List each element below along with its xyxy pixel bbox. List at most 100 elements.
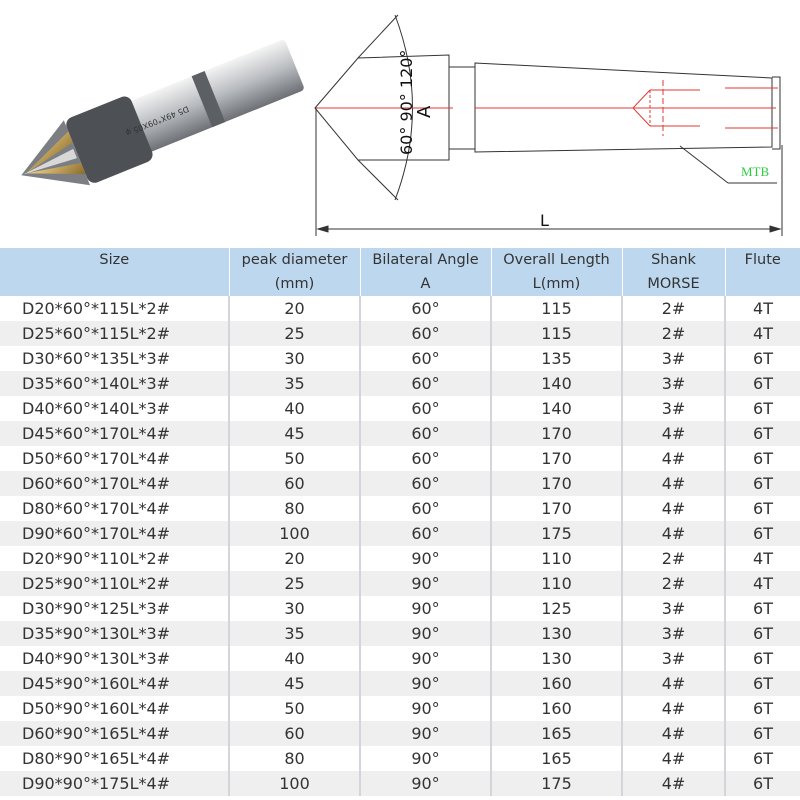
- table-cell: 20: [228, 296, 360, 321]
- table-cell: 160: [490, 696, 622, 721]
- table-cell: 90°: [359, 596, 491, 621]
- length-symbol: L: [540, 211, 549, 230]
- table-cell: 6T: [724, 396, 800, 421]
- table-cell: 170: [490, 421, 622, 446]
- table-cell: D90*90°*175L*4#: [0, 771, 229, 796]
- table-cell: 80: [228, 746, 360, 771]
- table-cell: 4T: [724, 296, 800, 321]
- header-line: L(mm): [532, 276, 581, 292]
- table-cell: D60*90°*165L*4#: [0, 721, 229, 746]
- table-cell: 100: [228, 771, 360, 796]
- table-cell: 6T: [724, 446, 800, 471]
- table-cell: D45*90°*160L*4#: [0, 671, 229, 696]
- table-cell: D25*60°*115L*2#: [0, 321, 229, 346]
- table-cell: 60°: [359, 321, 491, 346]
- table-cell: 125: [490, 596, 622, 621]
- table-cell: 90°: [359, 721, 491, 746]
- product-photo: D5 49X°09X05 φ: [21, 39, 304, 186]
- table-cell: D45*60°*170L*4#: [0, 421, 229, 446]
- table-cell: 100: [228, 521, 360, 546]
- table-cell: 110: [490, 571, 622, 596]
- table-cell: 6T: [724, 496, 800, 521]
- table-cell: 6T: [724, 646, 800, 671]
- table-cell: 20: [228, 546, 360, 571]
- table-cell: 115: [490, 321, 622, 346]
- table-cell: 4#: [621, 496, 725, 521]
- table-cell: D30*60°*135L*3#: [22, 349, 171, 368]
- table-cell: 3#: [621, 646, 725, 671]
- table-cell: D90*60°*170L*4#: [0, 521, 229, 546]
- header-line: Bilateral Angle: [372, 252, 479, 268]
- table-cell: 90°: [359, 571, 491, 596]
- column-header: peak diameter (mm): [228, 248, 360, 296]
- table-cell: D20*90°*110L*2#: [22, 549, 171, 568]
- table-cell: 2#: [621, 571, 725, 596]
- table-cell: 6T: [724, 771, 800, 796]
- header-line: MORSE: [647, 276, 700, 292]
- table-cell: 6T: [724, 521, 800, 546]
- table-cell: D25*90°*110L*2#: [0, 571, 229, 596]
- table-cell: 115: [490, 296, 622, 321]
- table-cell: 6T: [724, 696, 800, 721]
- table-cell: 35: [228, 371, 360, 396]
- table-cell: 110: [490, 546, 622, 571]
- table-cell: 25: [228, 571, 360, 596]
- table-cell: D40*60°*140L*3#: [22, 399, 171, 418]
- header-line: peak diameter: [241, 252, 348, 268]
- table-cell: 6T: [724, 346, 800, 371]
- table-cell: D35*60°*140L*3#: [0, 371, 229, 396]
- table-cell: 60°: [359, 446, 491, 471]
- table-cell: 35: [228, 621, 360, 646]
- table-cell: 60°: [359, 496, 491, 521]
- table-cell: 90°: [359, 671, 491, 696]
- table-cell: 175: [490, 771, 622, 796]
- table-cell: 6T: [724, 621, 800, 646]
- column-header: Size: [0, 248, 229, 296]
- table-cell: 2#: [621, 321, 725, 346]
- table-cell: 6T: [724, 371, 800, 396]
- table-cell: 4#: [621, 671, 725, 696]
- table-cell: 30: [228, 346, 360, 371]
- table-cell: 4#: [621, 446, 725, 471]
- table-cell: 60°: [359, 346, 491, 371]
- table-cell: 4#: [621, 771, 725, 796]
- table-cell: D20*60°*115L*2#: [22, 299, 171, 318]
- table-cell: 140: [490, 371, 622, 396]
- table-cell: 160: [490, 671, 622, 696]
- table-cell: 130: [490, 621, 622, 646]
- header-line: Overall Length: [503, 252, 610, 268]
- table-cell: 30: [228, 596, 360, 621]
- table-cell: 60°: [359, 521, 491, 546]
- table-cell: 50: [228, 696, 360, 721]
- table-cell: 170: [490, 471, 622, 496]
- table-cell: 4#: [621, 521, 725, 546]
- table-cell: D50*90°*160L*4#: [22, 699, 171, 718]
- table-cell: 140: [490, 396, 622, 421]
- table-cell: 4#: [621, 471, 725, 496]
- table-cell: 60°: [359, 396, 491, 421]
- header-line: (mm): [274, 276, 315, 292]
- table-cell: 130: [490, 646, 622, 671]
- table-cell: 6T: [724, 596, 800, 621]
- table-cell: 6T: [724, 471, 800, 496]
- table-cell: 4#: [621, 721, 725, 746]
- table-cell: 4T: [724, 321, 800, 346]
- table-cell: 40: [228, 646, 360, 671]
- table-cell: 40: [228, 396, 360, 421]
- table-cell: D30*90°*125L*3#: [22, 599, 171, 618]
- table-cell: 3#: [621, 396, 725, 421]
- table-cell: 45: [228, 671, 360, 696]
- table-cell: 25: [228, 321, 360, 346]
- table-cell: 90°: [359, 696, 491, 721]
- table-cell: 170: [490, 446, 622, 471]
